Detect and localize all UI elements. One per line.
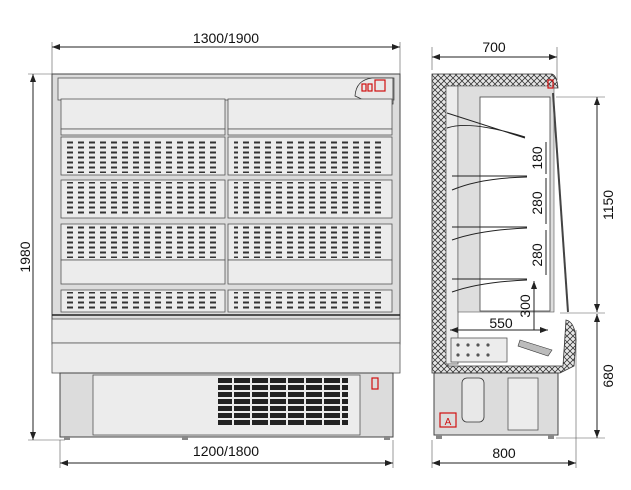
overall-width-label: 1300/1900	[193, 30, 259, 46]
height-label: 1980	[17, 241, 33, 272]
spacing-label-1: 180	[529, 146, 545, 170]
base-height-label: 680	[600, 364, 616, 388]
shelves-right	[227, 98, 393, 313]
spacing-label-4: 300	[517, 294, 533, 318]
front-bumper	[51, 318, 401, 344]
switch-indicator	[371, 377, 379, 390]
shelves-left	[60, 98, 226, 313]
depth-bottom-label: 800	[492, 445, 516, 461]
marker-label: A	[445, 417, 452, 428]
base-width-label: 1200/1800	[193, 443, 259, 459]
marker-box	[439, 412, 457, 428]
evaporator	[450, 337, 508, 363]
side-machine-compartment	[433, 372, 559, 436]
shelf-depth-label: 550	[489, 315, 513, 331]
condenser	[507, 377, 539, 431]
side-view: 700 800 1150 680 180 280 280 300	[431, 39, 616, 468]
spacing-label-3: 280	[529, 243, 545, 267]
ventilation-grille	[218, 377, 348, 427]
fan-unit	[517, 339, 553, 357]
spacing-label-2: 280	[529, 191, 545, 215]
display-opening	[479, 96, 551, 312]
compressor	[461, 377, 485, 423]
shelf-brackets	[446, 112, 528, 293]
display-height-label: 1150	[600, 190, 616, 220]
front-view: 1300/1900 1980 1200/1800	[17, 30, 401, 468]
depth-top-label: 700	[482, 39, 506, 55]
